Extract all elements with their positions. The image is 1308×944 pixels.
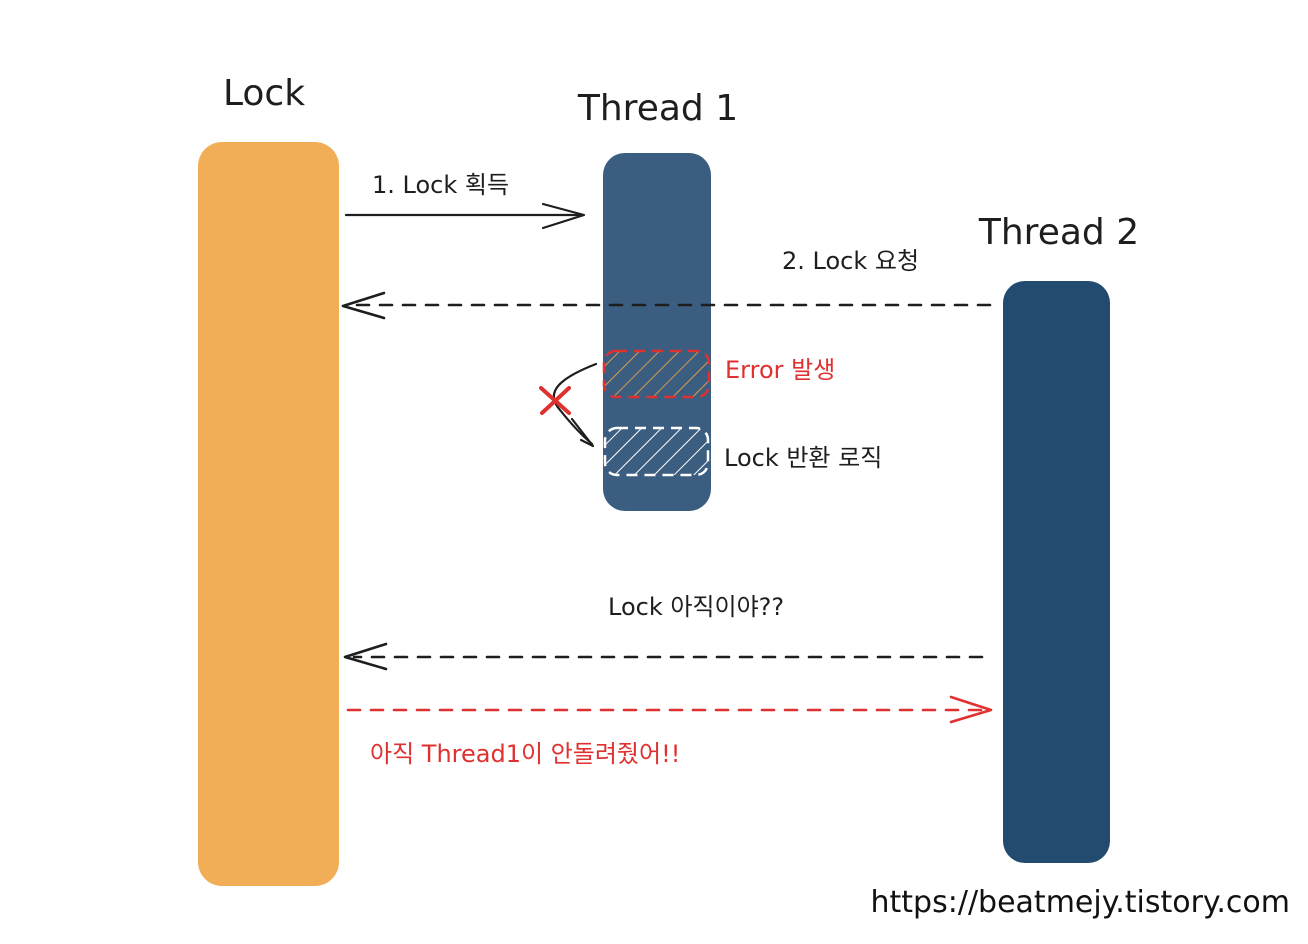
lock-lifeline <box>198 142 339 886</box>
thread2-lifeline <box>1003 281 1110 863</box>
thread1-title: Thread 1 <box>577 88 738 129</box>
request-arrow <box>341 291 992 320</box>
request-label: 2. Lock 요청 <box>782 247 919 275</box>
thread1-lifeline <box>603 153 711 511</box>
retry-arrow <box>343 642 984 671</box>
acquire-label: 1. Lock 획득 <box>372 171 509 199</box>
retry-label: Lock 아직이야?? <box>608 593 784 621</box>
watermark: https://beatmejy.tistory.com <box>871 885 1290 920</box>
lock-title: Lock <box>223 73 305 114</box>
error-block <box>602 349 711 399</box>
thread2-title: Thread 2 <box>978 212 1139 253</box>
release-logic-label: Lock 반환 로직 <box>724 444 882 472</box>
acquire-arrow <box>344 202 586 230</box>
denied-arrow <box>346 695 993 724</box>
error-label: Error 발생 <box>725 356 835 384</box>
release-logic-block <box>603 426 710 477</box>
cross-icon <box>539 386 571 415</box>
skipped-flow-arrow <box>552 362 598 448</box>
denied-label: 아직 Thread1이 안돌려줬어!! <box>370 740 680 768</box>
